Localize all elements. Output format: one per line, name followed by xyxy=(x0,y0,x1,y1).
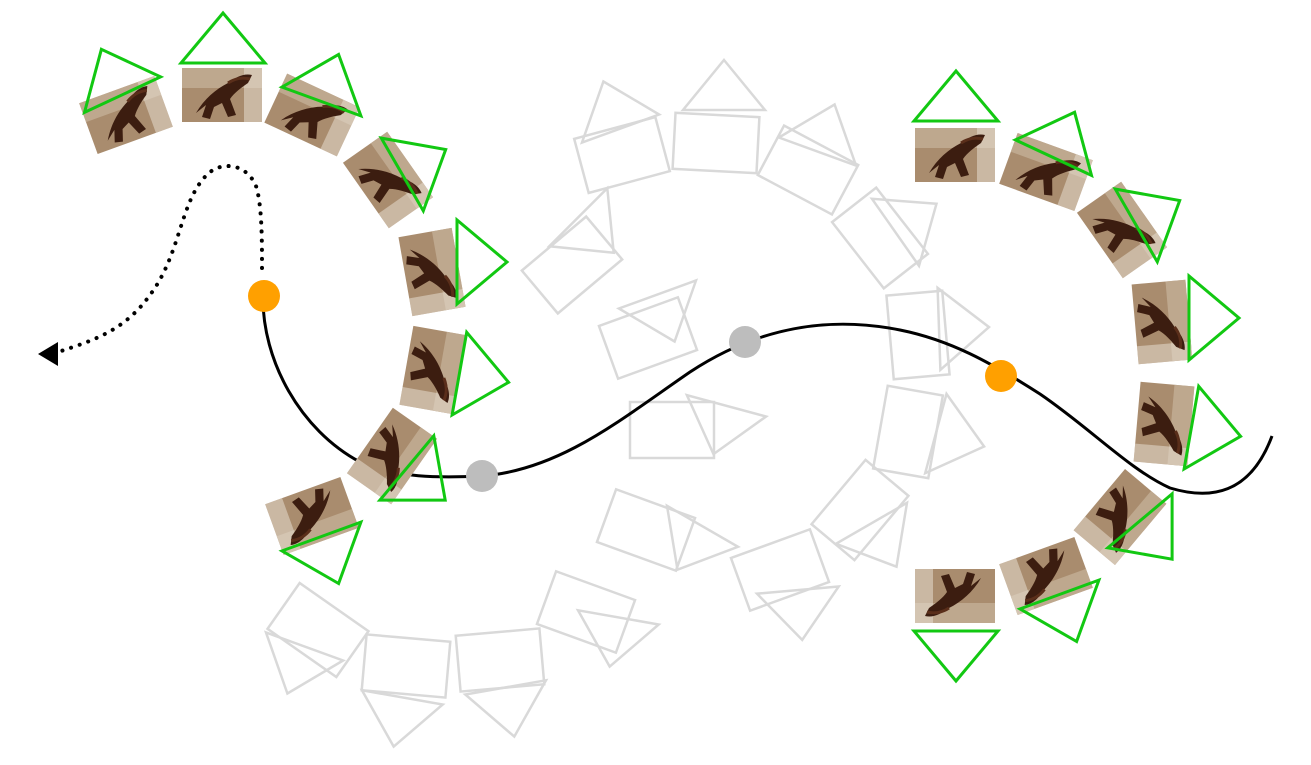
ghost-frame-7 xyxy=(809,458,911,562)
ghost-frame-2 xyxy=(671,111,761,175)
ghost-frame-13 xyxy=(535,569,637,655)
left-frustum-8 xyxy=(278,519,364,586)
ghost-frame-16 xyxy=(265,581,371,679)
ghost-frustum-15 xyxy=(359,688,446,749)
ghost-frame-5 xyxy=(885,289,951,381)
right-frame-8 xyxy=(913,567,997,625)
path-arrowhead xyxy=(38,342,58,366)
ghost-frustum-5 xyxy=(936,285,991,373)
extrapolated-path xyxy=(56,164,264,354)
ghost-frame-10 xyxy=(628,400,716,460)
keypoint-start xyxy=(248,280,280,312)
ghost-frustum-9 xyxy=(665,503,741,572)
left-frustum-6 xyxy=(450,328,511,418)
right-frustum-6 xyxy=(1104,490,1174,561)
right-frustum-8 xyxy=(910,629,1002,684)
right-frame-5 xyxy=(1132,380,1196,468)
ghost-frustum-11 xyxy=(615,278,699,344)
ghost-frustum-4 xyxy=(869,197,939,269)
right-frustum-2 xyxy=(1011,110,1094,179)
right-frame-7 xyxy=(997,535,1095,617)
ghost-frustum-6 xyxy=(923,391,987,476)
left-frustum-1 xyxy=(82,47,165,116)
left-frustum-2 xyxy=(177,10,269,65)
ghost-frame-4 xyxy=(830,185,930,291)
ghost-frame-3 xyxy=(756,123,860,217)
ghost-frame-8 xyxy=(729,527,831,613)
ghost-camera-rig xyxy=(263,58,991,749)
ghost-frame-11 xyxy=(597,295,699,381)
keypoint-end xyxy=(985,360,1017,392)
ghost-frustum-7 xyxy=(833,500,909,569)
ghost-frustum-10 xyxy=(684,393,769,457)
left-frustum-3 xyxy=(278,52,364,119)
keypoint-mid-1 xyxy=(466,460,498,492)
right-frustum-1 xyxy=(910,68,1002,123)
ghost-frustum-12 xyxy=(546,185,616,255)
left-frame-3 xyxy=(262,72,362,158)
right-frustum-7 xyxy=(1016,577,1102,644)
right-frustum-5 xyxy=(1182,382,1243,472)
left-frame-1 xyxy=(77,74,175,156)
right-frame-2 xyxy=(997,131,1095,213)
ghost-frustum-8 xyxy=(754,585,842,642)
left-frame-2 xyxy=(180,66,264,124)
left-frame-8 xyxy=(263,475,361,557)
ghost-frustum-14 xyxy=(462,678,549,739)
left-frame-6 xyxy=(397,324,469,416)
left-frame-5 xyxy=(396,226,468,318)
right-frame-4 xyxy=(1130,278,1194,366)
keypoint-mid-2 xyxy=(729,326,761,358)
ghost-frustum-16 xyxy=(263,630,347,696)
left-frustum-4 xyxy=(378,136,448,215)
camera-rig-left xyxy=(77,10,511,586)
ghost-frustum-3 xyxy=(775,102,859,168)
right-frustum-3 xyxy=(1112,187,1182,266)
left-frustum-5 xyxy=(455,216,510,308)
ghost-frustum-2 xyxy=(680,58,768,112)
ghost-frame-12 xyxy=(520,214,624,316)
right-frustum-4 xyxy=(1187,272,1242,364)
right-frame-1 xyxy=(913,126,997,184)
left-frustum-7 xyxy=(376,432,447,502)
ghost-frame-6 xyxy=(871,384,945,480)
ghost-frame-1 xyxy=(572,115,672,195)
ghost-frustum-1 xyxy=(579,79,663,145)
ghost-frame-9 xyxy=(595,487,697,573)
camera-rig-right xyxy=(910,68,1243,684)
left-frame-7 xyxy=(345,406,439,506)
ghost-frame-15 xyxy=(360,633,452,699)
ghost-frustum-13 xyxy=(575,608,662,669)
